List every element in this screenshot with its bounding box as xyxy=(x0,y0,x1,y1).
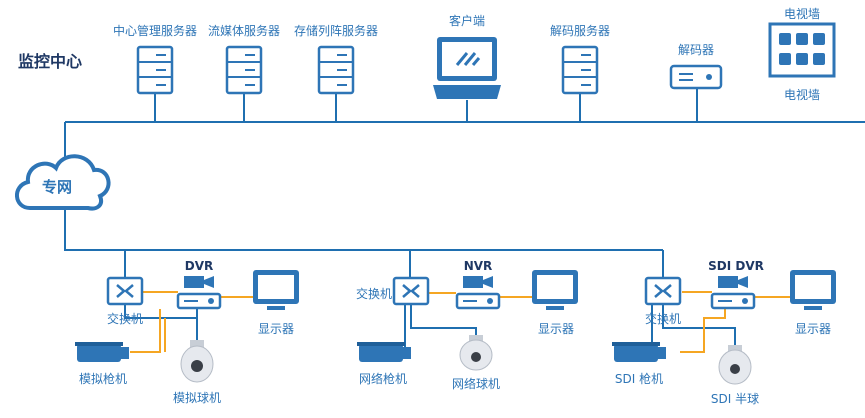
connection-lines xyxy=(64,88,865,352)
decoder-icon xyxy=(669,64,723,90)
recorder-icon xyxy=(710,276,756,310)
monitor-label: 显示器 xyxy=(794,322,832,336)
center-device-label: 解码服务器 xyxy=(549,24,611,38)
cloud-icon xyxy=(15,154,111,211)
monitor-label: 显示器 xyxy=(537,322,575,336)
switch-icon xyxy=(392,276,430,306)
monitor-icon xyxy=(253,270,299,310)
recorder-icon xyxy=(176,276,222,310)
dome-camera-icon xyxy=(718,345,752,385)
dome-camera-icon xyxy=(459,335,493,371)
camera-label: 模拟枪机 xyxy=(78,372,128,386)
switch-icon xyxy=(644,276,682,306)
dome-label: 网络球机 xyxy=(451,377,501,391)
switch-label: 交换机 xyxy=(644,312,682,326)
center-device-label: 客户端 xyxy=(448,14,486,28)
center-device-label: 存储列阵服务器 xyxy=(293,24,379,38)
bullet-camera-icon xyxy=(612,342,666,362)
laptop-icon xyxy=(433,37,501,99)
center-device-label: 流媒体服务器 xyxy=(207,24,281,38)
center-device-label-2: 电视墙 xyxy=(783,88,821,102)
page-title: 监控中心 xyxy=(18,52,83,71)
recorder-label: NVR xyxy=(463,259,493,273)
switch-label: 交换机 xyxy=(106,312,144,326)
recorder-label: SDI DVR xyxy=(708,259,764,273)
dome-camera-icon xyxy=(180,340,214,383)
monitor-icon xyxy=(532,270,578,310)
camera-label: SDI 枪机 xyxy=(614,372,664,386)
monitor-label: 显示器 xyxy=(257,322,295,336)
dome-label: 模拟球机 xyxy=(172,391,222,405)
center-device-label: 中心管理服务器 xyxy=(112,24,198,38)
center-device-label: 解码器 xyxy=(677,43,715,57)
tv-wall-icon xyxy=(768,22,836,78)
monitor-icon xyxy=(790,270,836,310)
server-icon xyxy=(561,45,599,95)
recorder-icon xyxy=(455,276,501,310)
bullet-camera-icon xyxy=(357,342,411,362)
switch-icon xyxy=(106,276,144,306)
center-device-label: 电视墙 xyxy=(783,7,821,21)
bullet-camera-icon xyxy=(75,342,129,362)
switch-label: 交换机 xyxy=(355,287,393,301)
server-icon xyxy=(136,45,174,95)
server-icon xyxy=(317,45,355,95)
dome-label: SDI 半球 xyxy=(710,392,760,406)
server-icon xyxy=(225,45,263,95)
recorder-label: DVR xyxy=(184,259,214,273)
analog-lines xyxy=(130,291,790,353)
network-label: 专网 xyxy=(42,178,73,196)
camera-label: 网络枪机 xyxy=(358,372,408,386)
